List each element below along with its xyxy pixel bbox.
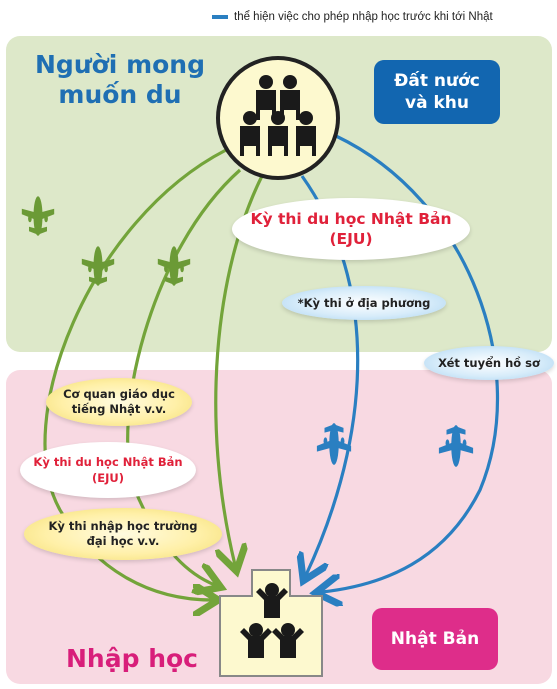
school-line2: tiếng Nhật v.v. — [71, 402, 167, 416]
document-screening-label: Xét tuyển hồ sơ — [424, 346, 554, 380]
applicants-title-line1: Người mong — [35, 50, 205, 79]
school-line1: Cơ quan giáo dục — [63, 387, 175, 401]
legend: thể hiện việc cho phép nhập học trước kh… — [212, 8, 552, 26]
group-people-icon — [240, 75, 316, 156]
applicants-circle — [216, 56, 340, 180]
applicants-title: Người mong muốn du — [20, 50, 220, 110]
eju-top-line1: Kỳ thi du học Nhật Bản — [250, 210, 452, 228]
eju-exam-label-top: Kỳ thi du học Nhật Bản (EJU) — [232, 198, 470, 260]
language-school-label: Cơ quan giáo dục tiếng Nhật v.v. — [46, 378, 192, 426]
eju-top-line2: (EJU) — [329, 230, 373, 248]
uni-line2: đại học v.v. — [86, 534, 160, 548]
country-badge-line2: và khu — [405, 93, 469, 113]
japan-badge: Nhật Bản — [372, 608, 498, 670]
eju-exam-label-bottom: Kỳ thi du học Nhật Bản (EJU) — [20, 442, 196, 498]
eju-bottom-line2: (EJU) — [92, 471, 124, 485]
blue-airplane-icon-2 — [438, 425, 474, 467]
country-badge-line1: Đất nước — [394, 71, 480, 91]
blue-airplane-icon-1 — [316, 423, 352, 465]
green-airplane-icon-2 — [81, 246, 115, 286]
uni-line1: Kỳ thi nhập học trường — [48, 519, 198, 533]
green-airplane-icon-1 — [21, 196, 55, 236]
applicants-title-line2: muốn du — [58, 80, 182, 109]
local-exam-label: *Kỳ thi ở địa phương — [282, 286, 446, 320]
university-exam-label: Kỳ thi nhập học trường đại học v.v. — [24, 508, 222, 560]
legend-text: thể hiện việc cho phép nhập học trước kh… — [234, 11, 493, 23]
school-building-icon — [219, 569, 323, 677]
eju-bottom-line1: Kỳ thi du học Nhật Bản — [33, 455, 183, 469]
country-region-badge: Đất nước và khu — [374, 60, 500, 124]
green-airplane-icon-3 — [157, 246, 191, 286]
legend-blue-line — [212, 15, 228, 19]
admission-title: Nhập học — [66, 644, 198, 673]
